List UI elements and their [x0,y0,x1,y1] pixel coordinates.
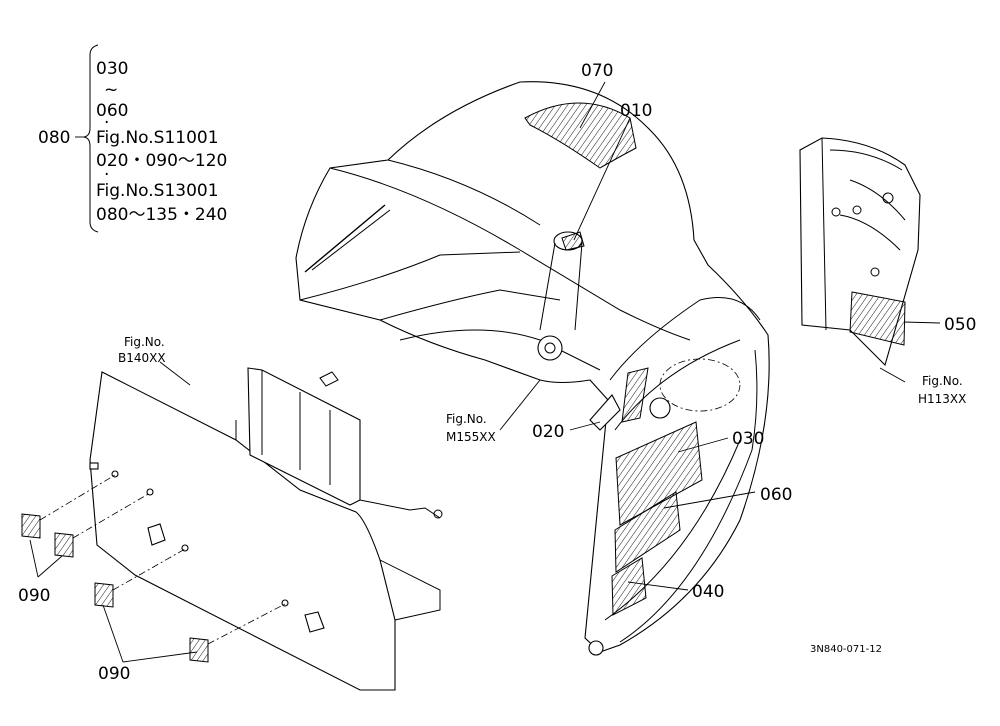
set-note: 080 030 ~ 060 · Fig.No.S11001 020・090～12… [38,44,227,233]
callout-060[interactable]: 060 [760,485,792,505]
set-dot-2: · [104,165,109,185]
decal-090-4 [189,637,209,663]
set-line-030: 030 [96,59,128,79]
callout-050[interactable]: 050 [944,315,976,335]
callout-030[interactable]: 030 [732,429,764,449]
set-label: 080 [38,128,70,148]
ref-h113-code[interactable]: H113XX [918,392,966,406]
set-line-s13001: Fig.No.S13001 [96,181,219,201]
hood-top-crease [387,159,541,226]
decal-050 [849,291,906,346]
decal-070 [524,102,637,169]
ref-h113-title: Fig.No. [922,374,963,388]
decal-090-3 [94,582,114,608]
decal-040 [611,557,647,616]
latch-bracket [589,394,621,431]
callout-040[interactable]: 040 [692,582,724,602]
ref-b140-code[interactable]: B140XX [118,351,166,365]
hood-inner-edge [379,289,561,321]
set-tilde: ~ [104,80,118,100]
callouts: 070 010 050 020 030 060 040 090 090 [18,61,976,684]
bottom-mount-hole [588,640,604,656]
set-dot-1: · [104,113,109,133]
side-boss [649,397,671,419]
front-grille-panel [21,367,443,691]
set-line-s11001-items: 020・090～120 [96,151,227,171]
decal-020 [621,367,649,423]
hood-front-edge [329,167,691,341]
callout-020[interactable]: 020 [532,422,564,442]
set-line-060: 060 [96,101,128,121]
ref-m155-title: Fig.No. [446,412,487,426]
hidden-contour [659,358,741,412]
callout-010[interactable]: 010 [620,101,652,121]
callout-090-left[interactable]: 090 [18,586,50,606]
decal-010 [561,231,585,251]
callout-070[interactable]: 070 [581,61,613,81]
ref-b140-title: Fig.No. [124,335,165,349]
set-line-s13001-items: 080～135・240 [96,205,227,225]
hinge-pivot [537,335,563,361]
set-line-s11001: Fig.No.S11001 [96,128,219,148]
decal-060 [614,491,681,573]
figure-references: Fig.No. B140XX Fig.No. M155XX Fig.No. H1… [118,335,966,444]
side-panel [799,137,921,367]
hood-side-contour [609,297,761,381]
latch-stem [539,242,583,331]
front-panel-shell [89,371,396,691]
decal-090-2 [54,532,74,558]
hood-lower-edge [299,251,521,301]
hood-inner-edge-2 [399,329,601,371]
hood-vent-slot [304,204,386,273]
hood-assembly [295,81,770,656]
decal-090-1 [21,513,41,539]
leader-lines [29,81,941,663]
decal-030 [615,421,703,526]
ref-m155-code[interactable]: M155XX [446,430,496,444]
drawing-id: 3N840-071-12 [810,644,882,655]
callout-090-bottom[interactable]: 090 [98,664,130,684]
